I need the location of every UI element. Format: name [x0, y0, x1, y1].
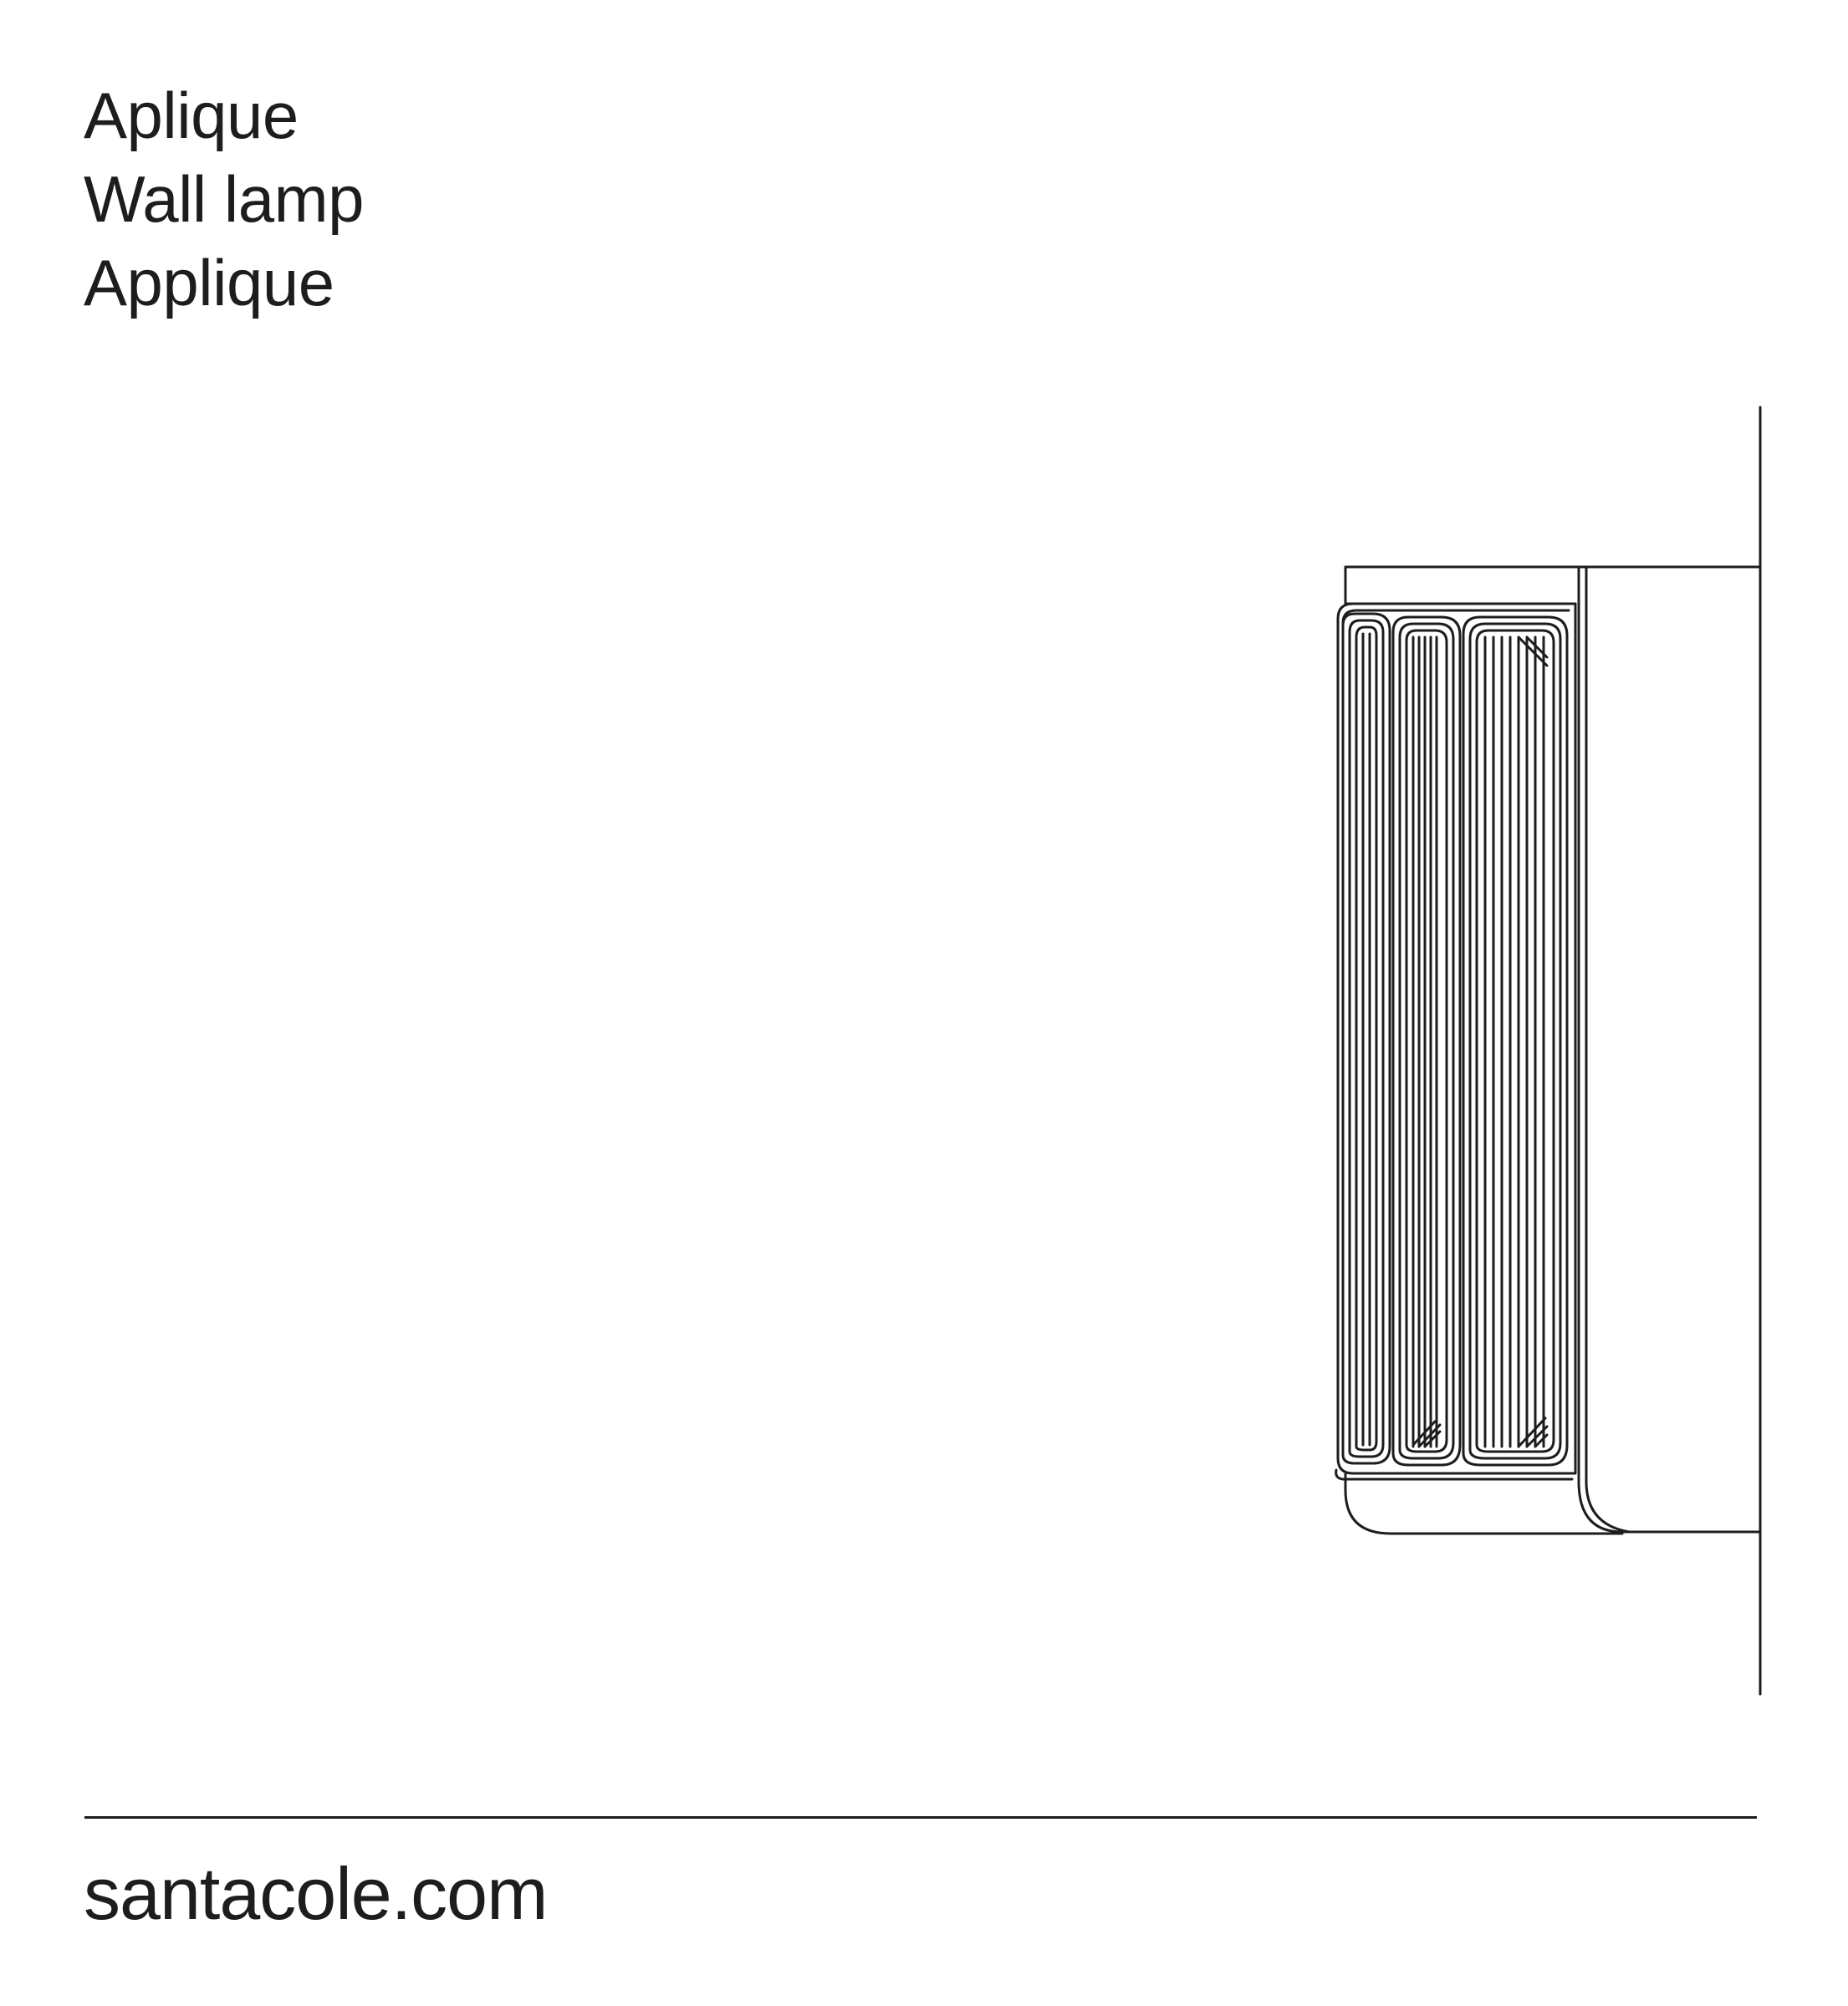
bottom-tray — [1335, 1468, 1624, 1535]
diffuser-frame — [1336, 602, 1577, 1475]
title-french: Applique — [84, 246, 334, 319]
fold-middle — [1391, 615, 1462, 1467]
product-name-list: Aplique Wall lamp Applique — [84, 74, 365, 324]
website-link[interactable]: santacole.com — [84, 1852, 548, 1935]
fold-right — [1462, 615, 1569, 1467]
mounting-box — [1577, 565, 1762, 1534]
title-english: Wall lamp — [84, 162, 365, 236]
top-plate — [1344, 565, 1580, 605]
title-spanish: Aplique — [84, 79, 299, 152]
footer-divider — [84, 1816, 1757, 1819]
fold-left — [1341, 612, 1391, 1465]
